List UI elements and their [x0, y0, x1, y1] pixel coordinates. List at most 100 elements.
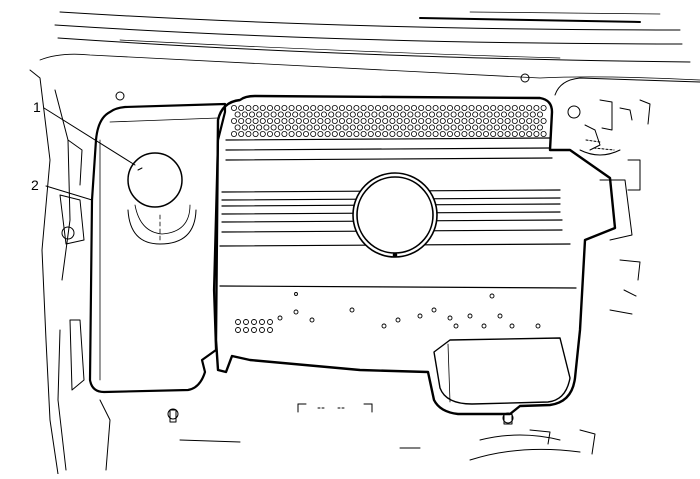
vent-hole	[241, 111, 248, 118]
vent-hole	[500, 111, 507, 118]
vent-hole	[252, 105, 259, 112]
vent-hole	[349, 124, 356, 131]
vent-hole	[454, 105, 461, 112]
vent-hole	[256, 124, 263, 131]
vent-hole	[288, 105, 295, 112]
vent-hole	[464, 124, 471, 131]
vent-hole	[410, 118, 417, 125]
vent-hole	[486, 111, 493, 118]
engine-cover	[214, 94, 617, 416]
vent-hole	[360, 105, 367, 112]
vent-hole	[292, 124, 299, 131]
vent-hole	[396, 118, 403, 125]
vent-perforations	[230, 105, 547, 137]
vent-hole	[295, 118, 302, 125]
vent-hole	[410, 130, 417, 137]
vent-hole	[511, 105, 518, 112]
vent-hole	[396, 105, 403, 112]
vent-hole	[533, 130, 540, 137]
vent-hole	[428, 124, 435, 131]
vent-hole	[497, 118, 504, 125]
vent-hole	[389, 130, 396, 137]
vent-hole	[540, 130, 547, 137]
vent-hole	[526, 118, 533, 125]
vent-hole	[252, 118, 259, 125]
vent-hole	[310, 130, 317, 137]
vent-hole	[349, 111, 356, 118]
vent-hole	[443, 124, 450, 131]
vent-hole	[288, 118, 295, 125]
vent-hole	[396, 130, 403, 137]
vent-hole	[439, 130, 446, 137]
vent-hole	[374, 118, 381, 125]
vent-hole	[403, 130, 410, 137]
vent-hole	[432, 118, 439, 125]
bottom-details	[99, 399, 596, 471]
cowl-panel	[39, 11, 700, 81]
vent-hole	[418, 118, 425, 125]
vent-hole	[508, 111, 515, 118]
vent-hole	[374, 130, 381, 137]
vent-hole	[418, 130, 425, 137]
vent-hole	[364, 111, 371, 118]
vent-hole	[475, 105, 482, 112]
vent-hole	[389, 105, 396, 112]
vent-hole	[263, 124, 270, 131]
vent-hole	[331, 105, 338, 112]
vent-hole	[230, 105, 237, 112]
vent-hole	[529, 124, 536, 131]
vent-hole	[248, 124, 255, 131]
vent-hole	[497, 130, 504, 137]
vent-hole	[428, 111, 435, 118]
vent-hole	[328, 111, 335, 118]
vent-hole	[346, 105, 353, 112]
vent-hole	[335, 124, 342, 131]
vent-hole	[241, 124, 248, 131]
vent-hole	[493, 124, 500, 131]
vent-hole	[324, 118, 331, 125]
vent-hole	[537, 111, 544, 118]
vent-hole	[504, 105, 511, 112]
vent-hole	[475, 118, 482, 125]
vent-hole	[360, 118, 367, 125]
vent-hole	[259, 118, 266, 125]
vent-hole	[486, 124, 493, 131]
vent-hole	[342, 124, 349, 131]
vent-hole	[450, 124, 457, 131]
vent-hole	[252, 130, 259, 137]
vent-hole	[533, 118, 540, 125]
vent-hole	[259, 130, 266, 137]
vent-hole	[248, 111, 255, 118]
vent-hole	[295, 130, 302, 137]
vent-hole	[432, 105, 439, 112]
lower-holes	[235, 292, 541, 333]
vent-hole	[425, 118, 432, 125]
vent-hole	[317, 118, 324, 125]
reservoir-inner-lines	[99, 117, 219, 381]
vent-hole	[479, 124, 486, 131]
vent-hole	[295, 105, 302, 112]
vent-hole	[281, 130, 288, 137]
vent-hole	[464, 111, 471, 118]
vent-hole	[281, 105, 288, 112]
vent-hole	[367, 118, 374, 125]
vent-hole	[364, 124, 371, 131]
vent-hole	[529, 111, 536, 118]
vent-hole	[274, 118, 281, 125]
vent-hole	[421, 124, 428, 131]
vent-hole	[457, 111, 464, 118]
vent-hole	[284, 111, 291, 118]
vent-hole	[234, 111, 241, 118]
vent-hole	[500, 124, 507, 131]
vent-hole	[288, 130, 295, 137]
vent-hole	[385, 124, 392, 131]
vent-hole	[378, 111, 385, 118]
vent-hole	[454, 118, 461, 125]
vent-hole	[331, 130, 338, 137]
vent-hole	[461, 130, 468, 137]
vent-hole	[457, 124, 464, 131]
vent-hole	[497, 105, 504, 112]
vent-hole	[320, 124, 327, 131]
vent-hole	[245, 105, 252, 112]
